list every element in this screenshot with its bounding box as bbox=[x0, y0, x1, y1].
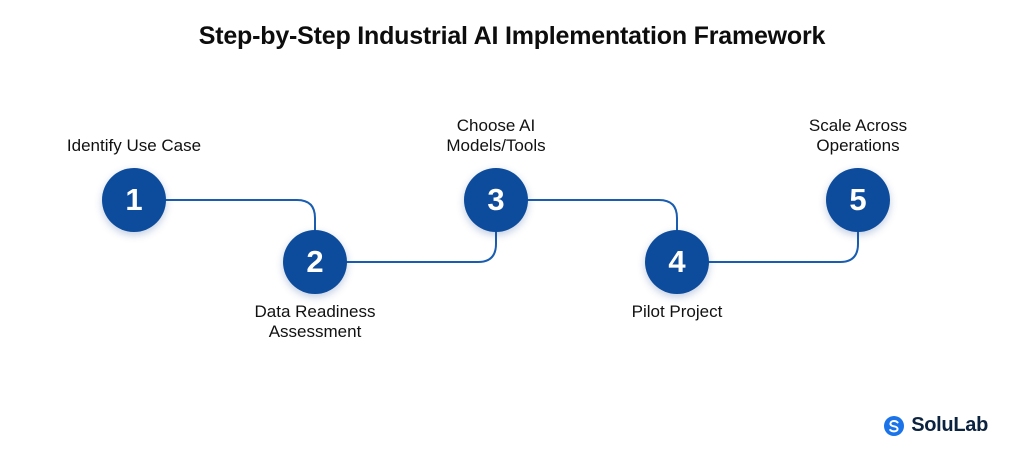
step-2-circle: 2 bbox=[283, 230, 347, 294]
step-5-label: Scale Across Operations bbox=[758, 116, 958, 156]
step-1-circle: 1 bbox=[102, 168, 166, 232]
step-3-label: Choose AI Models/Tools bbox=[396, 116, 596, 156]
brand-name: SoluLab bbox=[911, 414, 988, 436]
step-5-label-line: Scale Across bbox=[808, 116, 908, 135]
connector-2-3 bbox=[315, 200, 497, 263]
step-4-label: Pilot Project bbox=[577, 302, 777, 322]
step-3-circle: 3 bbox=[464, 168, 528, 232]
step-1-label-line: Identify Use Case bbox=[66, 136, 202, 155]
step-2-label: Data Readiness Assessment bbox=[215, 302, 415, 342]
step-2-label-line: Data Readiness bbox=[254, 302, 376, 321]
step-4-circle: 4 bbox=[645, 230, 709, 294]
connector-4-5 bbox=[677, 200, 859, 263]
step-5-label-line: Operations bbox=[816, 136, 900, 155]
step-5-circle: 5 bbox=[826, 168, 890, 232]
solulab-logo-icon bbox=[884, 415, 905, 436]
step-3-label-line: Choose AI bbox=[456, 116, 536, 135]
step-1-label: Identify Use Case bbox=[34, 136, 234, 156]
connector-3-4 bbox=[496, 199, 678, 262]
step-3-label-line: Models/Tools bbox=[446, 136, 546, 155]
diagram-title: Step-by-Step Industrial AI Implementatio… bbox=[198, 22, 826, 50]
brand-logo: SoluLab bbox=[883, 414, 988, 437]
step-2-label-line: Assessment bbox=[268, 322, 362, 341]
step-4-label-line: Pilot Project bbox=[631, 302, 723, 321]
connector-1-2 bbox=[134, 199, 316, 262]
